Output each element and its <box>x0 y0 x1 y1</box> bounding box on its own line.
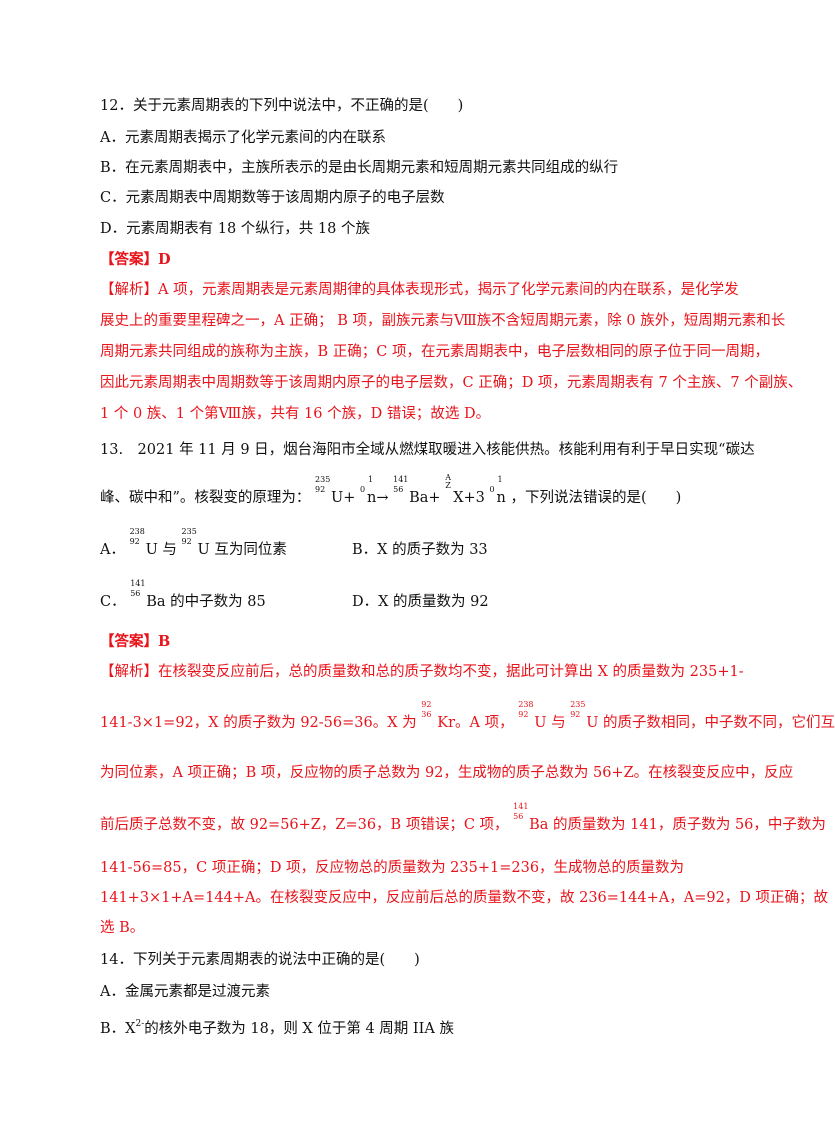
q12-answer: 【答案】D <box>100 251 171 268</box>
q13-stem-text: ，下列说法错误的是( ) <box>510 490 682 506</box>
q12-analysis-line: 周期元素共同组成的族称为主族，B 正确；C 项，在元素周期表中，电子层数相同的原… <box>100 344 769 360</box>
q12-analysis-line: 【解析】A 项，元素周期表是元素周期律的具体表现形式，揭示了化学元素间的内在联系… <box>100 282 739 298</box>
q13-analysis-line: 141-56=85，C 项正确；D 项，反应物总的质量数为 235+1=236，… <box>100 860 685 876</box>
q12-option-c: C．元素周期表中周期数等于该周期内原子的电子层数 <box>100 190 445 206</box>
q13-stem: 13. 2021 年 11 月 9 日，烟台海阳市全域从燃煤取暖进入核能供热。核… <box>100 442 755 458</box>
q13-option-b: B．X 的质子数为 33 <box>352 542 488 558</box>
q12-option-a: A．元素周期表揭示了化学元素间的内在联系 <box>100 130 386 146</box>
q14-option-b: B．X2-的核外电子数为 18，则 X 位于第 4 周期 IIA 族 <box>100 1019 454 1037</box>
q12-analysis-line: 因此元素周期表中周期数等于该周期内原子的电子层数，C 正确；D 项，元素周期表有… <box>100 375 803 391</box>
q13-analysis-line: 141+3×1+A=144+A。在核裂变反应中，反应前后总的质量数不变，故 23… <box>100 890 829 906</box>
q12-analysis-line: 展史上的重要里程碑之一，A 正确； B 项，副族元素与Ⅷ族不含短周期元素，除 0… <box>100 313 786 329</box>
q13-option-d: D．X 的质量数为 92 <box>352 594 489 610</box>
q12-stem: 12．关于元素周期表的下列中说法中，不正确的是( ) <box>100 98 464 114</box>
q13-analysis-line: 选 B。 <box>100 920 145 936</box>
q14-stem: 14．下列关于元素周期表的说法中正确的是( ) <box>100 952 420 968</box>
q13-analysis-line: 为同位素，A 项正确；B 项，反应物的质子总数为 92，生成物的质子总数为 56… <box>100 765 794 781</box>
q12-analysis-line: 1 个 0 族、1 个第Ⅷ族，共有 16 个族，D 错误；故选 D。 <box>100 406 491 422</box>
q12-option-d: D．元素周期表有 18 个纵行，共 18 个族 <box>100 221 370 237</box>
q13-analysis-line: 【解析】在核裂变反应前后，总的质量数和总的质子数均不变，据此可计算出 X 的质量… <box>100 664 744 680</box>
q13-answer: 【答案】B <box>100 633 171 650</box>
q13-stem-text: 峰、碳中和”。核裂变的原理为： <box>100 490 311 506</box>
q12-option-b: B．在元素周期表中，主族所表示的是由长周期元素和短周期元素共同组成的纵行 <box>100 160 619 176</box>
q14-option-a: A．金属元素都是过渡元素 <box>100 984 270 1000</box>
